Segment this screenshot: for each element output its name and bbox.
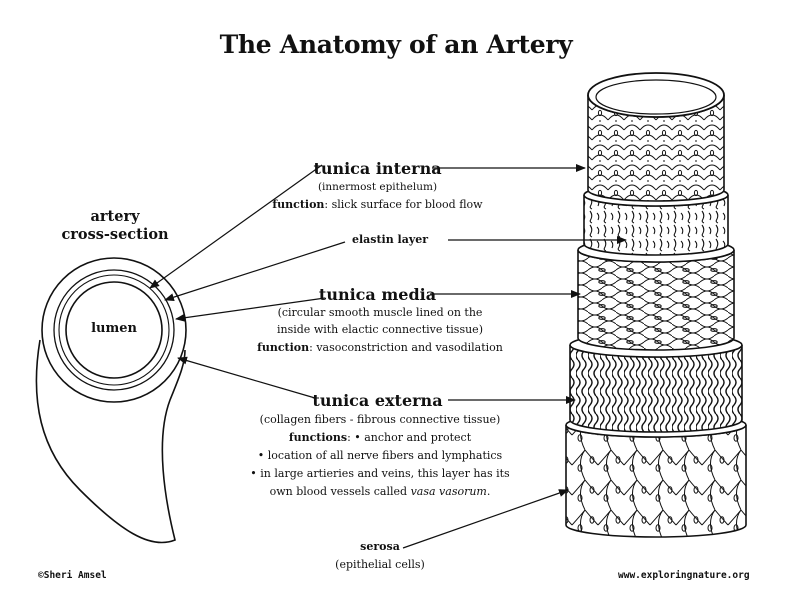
tunica-media-desc-line2: inside with elactic connective tissue) [277, 323, 483, 336]
lumen-label: lumen [91, 321, 137, 336]
tunica-externa-bullet2: • location of all nerve fibers and lymph… [257, 449, 503, 462]
cross-section-caption-line1: artery [90, 208, 140, 225]
copyright-credit: ©Sheri Amsel [38, 570, 107, 581]
page-title: The Anatomy of an Artery [219, 30, 573, 59]
tunica-interna-function: function: slick surface for blood flow [272, 198, 483, 211]
arrow-interna-left [149, 164, 323, 289]
elastin-layer-label: elastin layer [351, 233, 429, 246]
serosa-label: serosa [360, 540, 400, 553]
website-url: www.exploringnature.org [618, 570, 750, 581]
arrow-serosa [402, 489, 569, 549]
cross-section-caption-line2: cross-section [61, 226, 169, 243]
arrow-externa-left [177, 356, 316, 399]
tunica-externa-functions: functions: • anchor and protect [288, 431, 472, 444]
serosa-desc: (epithelial cells) [335, 558, 425, 571]
cross-section-drawing [35, 257, 187, 544]
tunica-media-label: tunica media [318, 285, 437, 304]
tunica-externa-desc: (collagen fibers - fibrous connective ti… [259, 413, 501, 426]
leader-lines [149, 164, 627, 549]
tunica-media-function: function: vasoconstriction and vasodilat… [257, 341, 503, 354]
artery-layers-cylinder [565, 72, 747, 538]
tunica-externa-label: tunica externa [312, 391, 443, 410]
arrow-media-left [175, 297, 326, 322]
tunica-interna-desc: (innermost epithelum) [317, 181, 438, 193]
arrow-elastin-left [164, 241, 346, 302]
tunica-media-desc-line1: (circular smooth muscle lined on the [277, 306, 483, 319]
tunica-externa-bullet4: own blood vessels called vasa vasorum. [269, 485, 491, 498]
tunica-interna-label: tunica interna [313, 159, 442, 178]
tunica-externa-bullet3: • in large artieries and veins, this lay… [250, 467, 510, 480]
